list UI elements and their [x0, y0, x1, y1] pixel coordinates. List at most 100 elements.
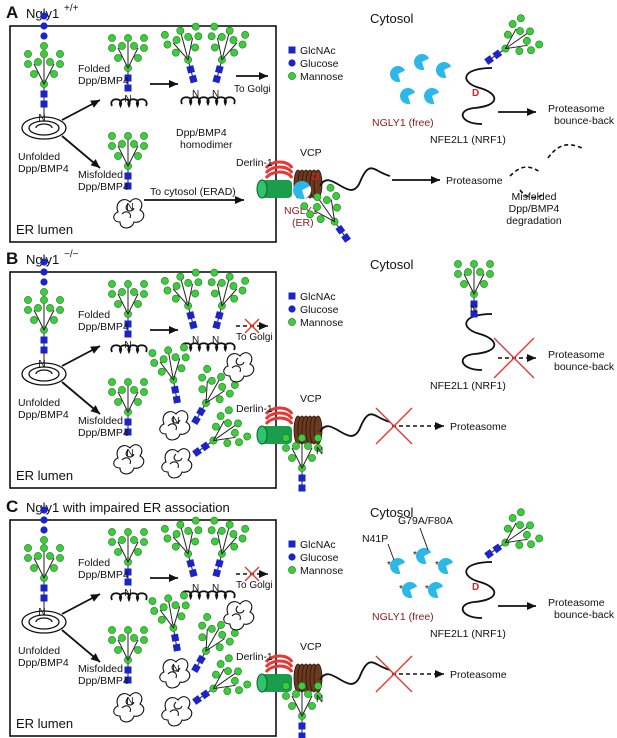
mannose-circle	[191, 537, 200, 546]
mannose-circle	[304, 442, 312, 450]
n-site: N	[172, 664, 179, 675]
glcnac-square	[288, 540, 296, 548]
mannose-circle	[164, 594, 173, 603]
misfolded-protein	[113, 198, 145, 229]
n-site: N	[124, 340, 131, 351]
mannose-circle	[34, 304, 42, 312]
mannose-circle	[470, 260, 478, 268]
unfolded-protein	[21, 610, 67, 634]
glcnac-square	[492, 49, 503, 60]
mannose-circle	[130, 386, 138, 394]
n-site: N	[124, 588, 131, 599]
arrow-head	[527, 602, 536, 610]
mannose-circle	[234, 667, 242, 676]
mannose-circle	[282, 682, 290, 690]
mannose-circle	[288, 702, 296, 710]
mannose-circle	[56, 306, 64, 314]
mannose-circle	[148, 597, 157, 606]
mannose-circle	[313, 203, 321, 211]
legend-glcnac: GlcNAc	[300, 291, 336, 303]
mannose-circle	[217, 373, 225, 381]
mannose-circle	[313, 193, 322, 201]
mannose-circle	[159, 603, 168, 612]
mannose-circle	[194, 32, 203, 41]
panel-letter: B	[6, 249, 18, 268]
mannose-circle	[184, 279, 193, 287]
mannose-circle	[124, 132, 132, 140]
ngly1-free-label: NGLY1 (free)	[372, 611, 434, 623]
mannose-circle	[243, 680, 252, 689]
misfolded-label: Dpp/BMP4	[78, 675, 129, 687]
n-glycan	[207, 22, 250, 84]
arrow-head	[259, 570, 268, 578]
ngly1-enzyme	[414, 54, 431, 70]
glcnac-square	[124, 676, 132, 684]
mannose-circle	[56, 50, 64, 58]
glcnac-square	[196, 654, 206, 665]
mannose-circle	[118, 288, 126, 296]
glcnac-square	[40, 584, 48, 592]
n-site: N	[192, 583, 199, 594]
mannose-circle	[508, 20, 517, 28]
mannose-circle	[516, 521, 524, 529]
glcnac-square	[298, 484, 306, 492]
folded-label: Folded	[78, 309, 110, 321]
misfolded-protein	[161, 448, 193, 479]
mannose-circle	[217, 33, 226, 41]
mannose-circle	[229, 36, 238, 44]
derlin-loop	[264, 160, 294, 170]
mannose-circle	[118, 140, 126, 148]
mannose-circle	[160, 524, 169, 533]
misfolded-label: Dpp/BMP4	[78, 427, 129, 439]
glcnac-square	[470, 310, 478, 318]
n-glycan	[191, 613, 239, 674]
mannose-circle	[157, 615, 166, 624]
ngly1-enzyme	[436, 62, 453, 78]
glcnac-square	[215, 559, 224, 568]
panel-title: Ngly1 with impaired ER association	[26, 500, 230, 515]
legend-glucose: Glucose	[300, 552, 339, 564]
mannose-circle	[124, 528, 132, 536]
mannose-circle	[207, 278, 216, 287]
mannose-circle	[181, 601, 190, 610]
mannose-circle	[24, 306, 32, 314]
mannose-circle	[148, 349, 157, 358]
helix-coil	[110, 98, 148, 109]
mannose-circle	[314, 692, 322, 700]
arrow-head	[435, 670, 444, 678]
n-glycan	[24, 506, 64, 602]
arrow-head	[169, 574, 178, 582]
unfolded-protein	[21, 362, 67, 386]
mannose-circle	[180, 591, 188, 600]
mannose-circle	[322, 196, 331, 204]
er-lumen-box	[9, 271, 277, 489]
mannose-circle	[535, 534, 544, 543]
to-cytosol-label: To cytosol (ERAD)	[150, 186, 236, 198]
ngly1-enzyme	[402, 582, 419, 598]
mannose-circle	[292, 442, 300, 450]
mannose-circle	[326, 183, 335, 192]
glcnac-square	[40, 90, 48, 98]
vcp-label: VCP	[300, 393, 322, 405]
mannose-circle	[160, 276, 169, 285]
mannose-circle	[124, 34, 132, 42]
glcnac-square	[124, 320, 132, 328]
mannose-circle	[163, 534, 172, 543]
cytosol-label: Cytosol	[370, 257, 413, 272]
proteasome-label: Proteasome	[446, 175, 503, 187]
mutation-pointer	[419, 527, 429, 551]
glucose-circle	[40, 258, 48, 266]
helix-coil	[110, 592, 148, 603]
mannose-circle	[160, 30, 169, 39]
mannose-circle	[114, 398, 122, 406]
mannose-circle	[217, 621, 225, 629]
deglycosylated-d: D	[312, 172, 319, 183]
n-site: N	[316, 694, 323, 705]
n-site: N	[126, 696, 133, 707]
mannose-circle	[134, 548, 142, 556]
mannose-circle	[108, 280, 116, 288]
mannose-circle	[24, 50, 32, 58]
